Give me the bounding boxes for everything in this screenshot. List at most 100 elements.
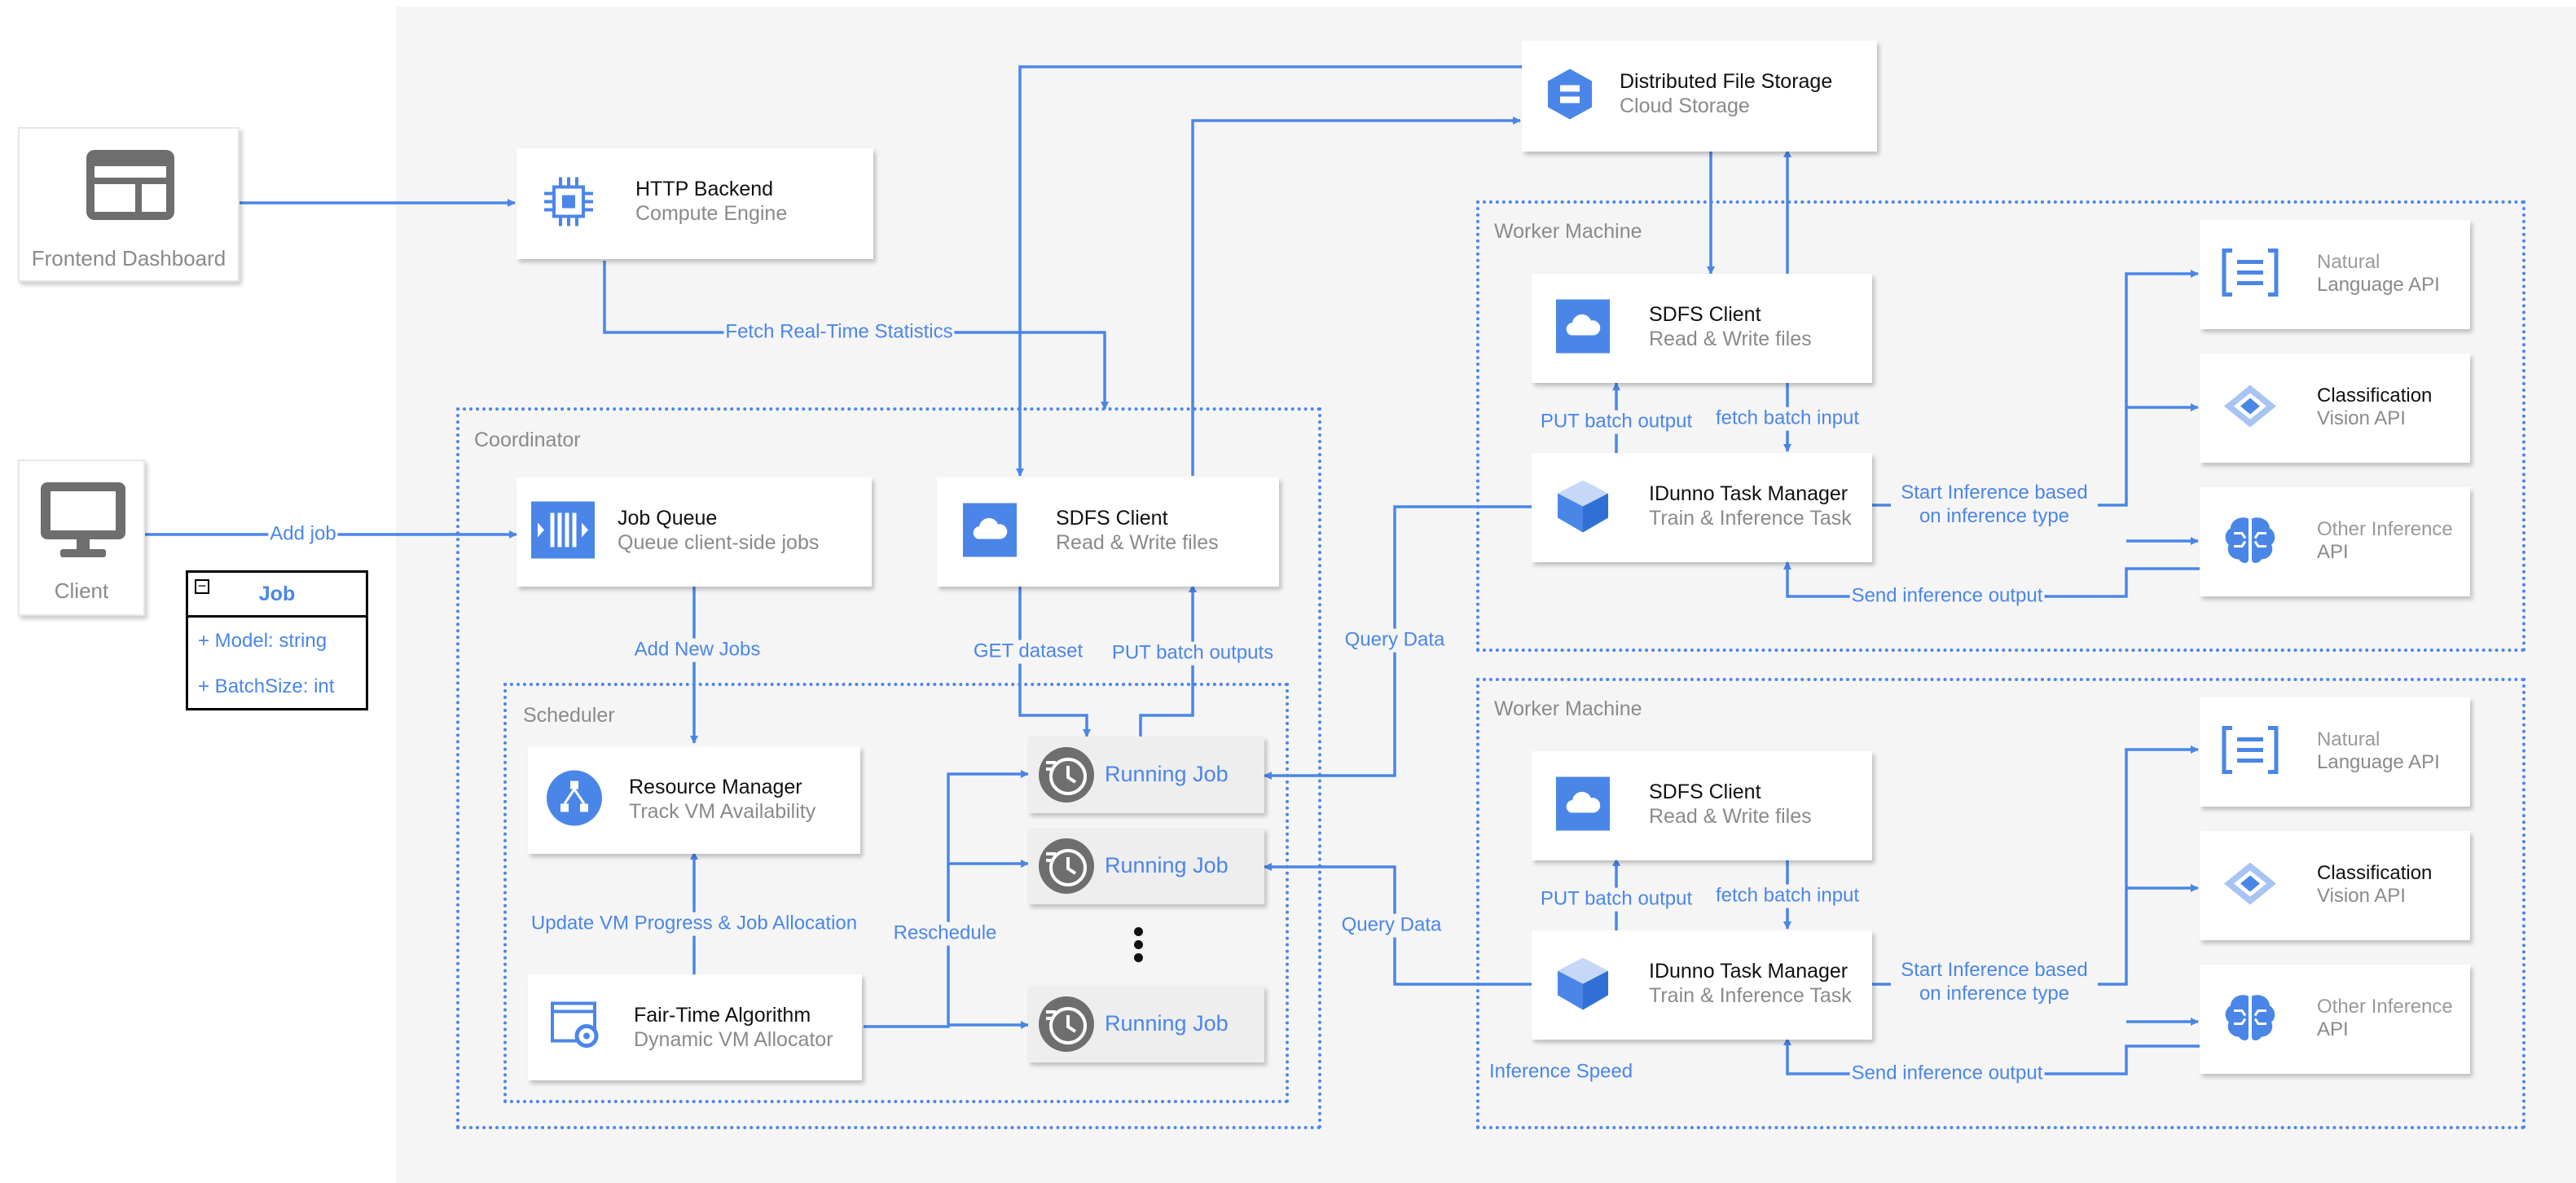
edge-label-put-batch-outputs: PUT batch outputs bbox=[1110, 641, 1276, 666]
worker-2-api-3-subtitle: API bbox=[2317, 1018, 2349, 1040]
brain-icon bbox=[2222, 992, 2278, 1048]
dfs-subtitle: Cloud Storage bbox=[1620, 95, 1750, 117]
vision-icon bbox=[2221, 860, 2279, 913]
worker-1-api-3-title: Other Inference bbox=[2317, 518, 2453, 540]
network-icon bbox=[546, 770, 603, 831]
worker-zone-2 bbox=[1476, 678, 2525, 1129]
worker-2-api-2-subtitle: Vision API bbox=[2317, 885, 2406, 907]
compute-engine-icon bbox=[539, 173, 598, 235]
edge-label-w1-put: PUT batch output bbox=[1538, 410, 1695, 434]
history-icon bbox=[1038, 746, 1095, 807]
collapse-toggle-icon[interactable]: − bbox=[195, 578, 209, 594]
worker-1-sdfs-subtitle: Read & Write files bbox=[1649, 328, 1812, 350]
job-class-name: Job bbox=[258, 583, 296, 605]
worker-zone-1-label: Worker Machine bbox=[1494, 220, 1642, 243]
coordinator-sdfs-title: SDFS Client bbox=[1056, 507, 1168, 530]
cloud-icon bbox=[1556, 776, 1610, 835]
worker-2-task-manager-subtitle: Train & Inference Task bbox=[1649, 984, 1852, 1007]
edge-resched-1 bbox=[864, 770, 1029, 1028]
dashboard-icon bbox=[85, 148, 176, 226]
job-field-batchsize: + BatchSize: int bbox=[198, 675, 335, 697]
worker-2-task-manager-node[interactable]: IDunno Task Manager Train & Inference Ta… bbox=[1532, 930, 1872, 1040]
frontend-dashboard-label: Frontend Dashboard bbox=[31, 246, 226, 270]
job-field-model: + Model: string bbox=[198, 630, 327, 652]
running-job-3-label: Running Job bbox=[1105, 1011, 1229, 1036]
history-icon bbox=[1038, 996, 1095, 1057]
worker-1-sdfs-title: SDFS Client bbox=[1649, 303, 1761, 326]
edge-label-w1-fetch: fetch batch input bbox=[1713, 407, 1862, 431]
http-backend-subtitle: Compute Engine bbox=[635, 202, 788, 225]
edge-label-query-data-1: Query Data bbox=[1343, 628, 1447, 653]
frontend-dashboard[interactable]: Frontend Dashboard bbox=[18, 127, 240, 282]
worker-1-sdfs-node[interactable]: SDFS Client Read & Write files bbox=[1532, 274, 1872, 383]
fair-time-subtitle: Dynamic VM Allocator bbox=[634, 1028, 833, 1051]
edge-label-fetch-stats: Fetch Real-Time Statistics bbox=[723, 320, 955, 345]
running-job-2[interactable]: Running Job bbox=[1028, 828, 1264, 904]
dfs-title: Distributed File Storage bbox=[1620, 70, 1833, 93]
fair-time-algorithm-node[interactable]: Fair-Time Algorithm Dynamic VM Allocator bbox=[528, 974, 862, 1080]
client[interactable]: Client bbox=[18, 460, 145, 616]
coordinator-sdfs-node[interactable]: SDFS Client Read & Write files bbox=[937, 477, 1279, 587]
cube-icon bbox=[1554, 955, 1611, 1016]
worker-2-api-1-subtitle: Language API bbox=[2317, 751, 2440, 773]
job-queue-title: Job Queue bbox=[618, 507, 718, 530]
worker-2-classification-api[interactable]: Classification Vision API bbox=[2200, 831, 2470, 940]
edge-w1-send bbox=[1783, 561, 2200, 598]
resource-manager-node[interactable]: Resource Manager Track VM Availability bbox=[528, 746, 860, 854]
worker-1-task-manager-node[interactable]: IDunno Task Manager Train & Inference Ta… bbox=[1532, 453, 1872, 562]
http-backend-node[interactable]: HTTP Backend Compute Engine bbox=[517, 148, 873, 259]
edge-coord-sdfs-dfs bbox=[1191, 117, 1521, 476]
worker-1-other-inference-api[interactable]: Other Inference API bbox=[2200, 487, 2470, 596]
worker-1-natural-language-api[interactable]: Natural Language API bbox=[2200, 220, 2470, 329]
fair-time-title: Fair-Time Algorithm bbox=[634, 1004, 811, 1027]
history-icon bbox=[1038, 838, 1095, 899]
more-jobs-ellipsis-icon bbox=[1131, 927, 1147, 966]
worker-2-other-inference-api[interactable]: Other Inference API bbox=[2200, 965, 2470, 1074]
edge-label-w1-start-text: Start Inference based on inference type bbox=[1901, 482, 2088, 527]
edge-label-w2-start-text: Start Inference based on inference type bbox=[1901, 959, 2088, 1005]
edge-label-w1-send: Send inference output bbox=[1849, 584, 2045, 609]
job-queue-subtitle: Queue client-side jobs bbox=[618, 531, 820, 554]
edge-label-inference-speed: Inference Speed bbox=[1489, 1060, 1633, 1083]
worker-zone-1 bbox=[1476, 200, 2525, 652]
worker-2-task-manager-title: IDunno Task Manager bbox=[1649, 960, 1848, 983]
worker-1-api-2-title: Classification bbox=[2317, 385, 2433, 407]
worker-2-sdfs-subtitle: Read & Write files bbox=[1649, 805, 1812, 828]
worker-2-api-1-title: Natural bbox=[2317, 728, 2380, 750]
cloud-storage-icon bbox=[1543, 68, 1597, 125]
worker-1-api-1-subtitle: Language API bbox=[2317, 274, 2440, 296]
cloud-icon bbox=[1556, 299, 1610, 358]
edge-label-query-data-2: Query Data bbox=[1339, 913, 1444, 938]
worker-1-task-manager-title: IDunno Task Manager bbox=[1649, 482, 1848, 505]
coordinator-sdfs-subtitle: Read & Write files bbox=[1056, 531, 1219, 554]
monitor-icon bbox=[37, 479, 129, 565]
running-job-3[interactable]: Running Job bbox=[1028, 986, 1264, 1062]
job-class-box: − Job + Model: string + BatchSize: int bbox=[186, 570, 368, 710]
distributed-file-storage-node[interactable]: Distributed File Storage Cloud Storage bbox=[1522, 41, 1877, 152]
edge-label-get-dataset: GET dataset bbox=[971, 640, 1085, 664]
worker-1-task-manager-subtitle: Train & Inference Task bbox=[1649, 507, 1852, 530]
running-job-1-label: Running Job bbox=[1105, 762, 1229, 786]
edge-label-add-new-jobs: Add New Jobs bbox=[632, 638, 763, 662]
natural-language-icon bbox=[2221, 725, 2279, 780]
client-label: Client bbox=[54, 578, 109, 603]
worker-1-api-3-subtitle: API bbox=[2317, 541, 2349, 563]
scheduler-zone bbox=[503, 683, 1289, 1103]
http-backend-title: HTTP Backend bbox=[635, 178, 774, 200]
vision-icon bbox=[2221, 382, 2279, 435]
resource-manager-subtitle: Track VM Availability bbox=[629, 800, 816, 823]
worker-2-sdfs-node[interactable]: SDFS Client Read & Write files bbox=[1532, 751, 1872, 860]
worker-2-natural-language-api[interactable]: Natural Language API bbox=[2200, 697, 2470, 807]
running-job-1[interactable]: Running Job bbox=[1028, 737, 1264, 813]
window-gear-icon bbox=[549, 999, 603, 1057]
natural-language-icon bbox=[2221, 248, 2279, 302]
worker-2-sdfs-title: SDFS Client bbox=[1649, 781, 1761, 803]
worker-zone-2-label: Worker Machine bbox=[1494, 697, 1642, 720]
edge-dfs-coord-sdfs bbox=[1016, 65, 1522, 477]
coordinator-zone bbox=[456, 407, 1321, 1129]
running-job-2-label: Running Job bbox=[1105, 853, 1229, 877]
job-queue-node[interactable]: Job Queue Queue client-side jobs bbox=[517, 477, 872, 587]
worker-1-classification-api[interactable]: Classification Vision API bbox=[2200, 354, 2470, 463]
worker-1-api-2-subtitle: Vision API bbox=[2317, 407, 2406, 429]
